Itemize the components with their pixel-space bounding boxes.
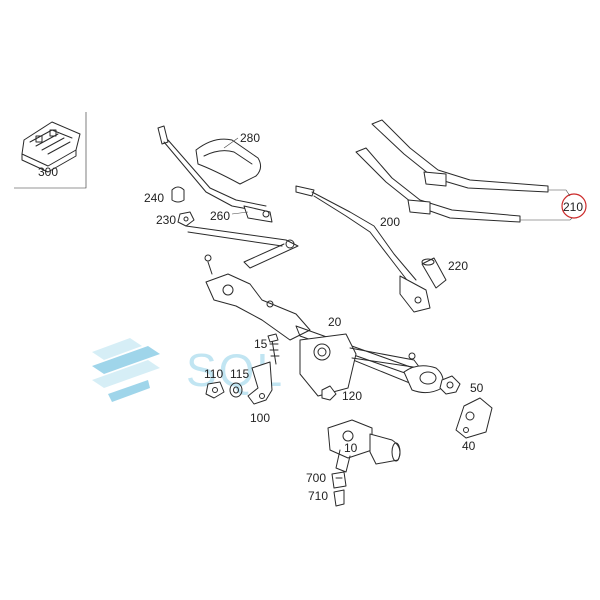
part-280-cover <box>195 138 262 185</box>
callout-40: 40 <box>462 439 476 453</box>
callout-20: 20 <box>328 315 342 329</box>
callout-260: 260 <box>210 209 230 223</box>
callout-280: 280 <box>240 131 260 145</box>
leader-210 <box>548 189 571 197</box>
callout-300: 300 <box>38 165 58 179</box>
callout-15: 15 <box>254 337 268 351</box>
leader-260 <box>231 211 249 215</box>
part-230-nut <box>177 211 195 227</box>
part-100-bracket <box>247 361 273 405</box>
part-120-grommet <box>321 385 337 401</box>
callout-210-highlight-ring <box>561 193 587 219</box>
callout-240: 240 <box>144 191 164 205</box>
callout-115: 115 <box>230 367 249 381</box>
leader-280 <box>223 137 239 149</box>
part-115-washer <box>229 382 243 398</box>
part-50-nut <box>439 375 461 395</box>
part-700-connector <box>331 471 347 489</box>
part-210-wiper-blades <box>355 119 549 223</box>
callout-10: 10 <box>344 441 358 455</box>
callout-220: 220 <box>448 259 468 273</box>
part-10-wiper-motor <box>327 419 401 473</box>
part-200-wiper-arm-right <box>295 185 431 313</box>
part-220-sleeve <box>421 257 447 289</box>
callout-50: 50 <box>470 381 484 395</box>
callout-110: 110 <box>204 367 223 381</box>
part-300-control-unit <box>14 112 87 189</box>
part-260-wiper-arm-left <box>157 125 273 223</box>
callout-100: 100 <box>250 411 270 425</box>
part-15-bolt <box>267 333 280 365</box>
part-20-wiper-frame <box>204 254 444 397</box>
inset-frame <box>14 112 87 189</box>
callout-700: 700 <box>306 471 326 485</box>
callout-210: 210 <box>563 200 583 214</box>
linkage-rod-left <box>185 225 299 269</box>
leader-210b <box>520 217 573 221</box>
part-40-pivot-housing <box>455 397 493 439</box>
part-710-plug <box>333 489 345 507</box>
callout-710: 710 <box>308 489 328 503</box>
callout-200: 200 <box>380 215 400 229</box>
part-240-cap <box>171 186 185 203</box>
part-110-nut <box>205 381 225 399</box>
callout-120: 120 <box>342 389 362 403</box>
callout-230: 230 <box>156 213 176 227</box>
watermark-logo <box>92 338 160 402</box>
